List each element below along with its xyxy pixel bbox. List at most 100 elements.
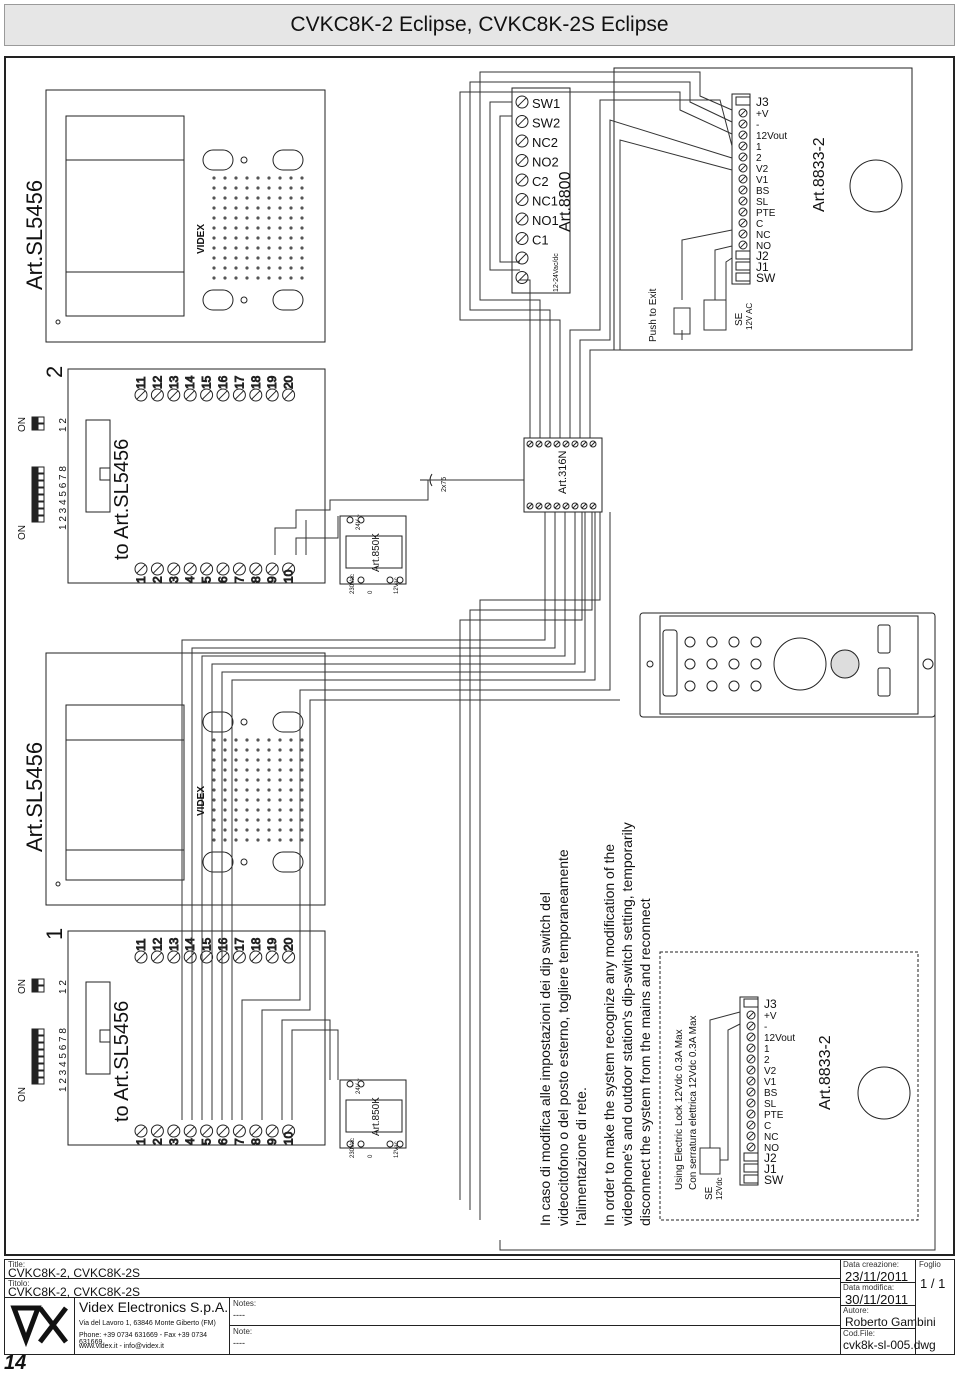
terminal-screw: [216, 562, 230, 576]
speaker-dot: [300, 788, 304, 792]
speaker-dot: [278, 236, 282, 240]
terminal-screw: [515, 193, 529, 206]
wiring: [181, 71, 936, 1251]
amp-terminal-label: NC: [764, 1132, 778, 1143]
speaker-dot: [256, 276, 260, 280]
note-english-line-1: In order to make the system recognize an…: [601, 844, 617, 1226]
psu-upper-out: 12Vac: [394, 577, 400, 594]
amp-terminal-label: C: [756, 219, 763, 230]
terminal-screw: [249, 950, 263, 964]
terminal-screw: [265, 562, 279, 576]
terminal-screw: [515, 232, 529, 245]
terminal-screw: [738, 196, 748, 206]
terminal-number: 8: [249, 576, 263, 583]
psu-lower-label: Art.850K: [371, 1097, 382, 1136]
dip-switch-lever: [31, 978, 39, 986]
jumper: [743, 1174, 759, 1184]
terminal-screw: [134, 388, 148, 402]
speaker-dot: [289, 788, 293, 792]
speaker-dot: [245, 818, 249, 822]
amp-terminal-label: J1: [764, 1162, 777, 1176]
sheet-value: 1 / 1: [920, 1276, 946, 1291]
psu-upper-zero: 0: [368, 590, 374, 594]
speaker-dot: [234, 236, 238, 240]
monitor-2-to-label: to Art.SL5456: [111, 439, 133, 560]
sheet-label: Foglio: [919, 1260, 941, 1269]
speaker-dot: [223, 748, 227, 752]
terminal-number: 4: [183, 576, 197, 583]
speaker-dot: [256, 828, 260, 832]
speaker-dot: [267, 236, 271, 240]
amp-terminal-label: PTE: [756, 208, 776, 219]
speaker-dot: [256, 748, 260, 752]
speaker-dot: [289, 186, 293, 190]
speaker-dot: [212, 818, 216, 822]
speaker-dot: [289, 256, 293, 260]
outdoor-panel: [639, 612, 936, 718]
amp-terminal-label: BS: [756, 186, 770, 197]
terminal-number: 16: [216, 937, 230, 951]
keypad-key: [684, 636, 696, 648]
terminal-screw: [535, 502, 543, 510]
amp-terminal-label: 2: [764, 1055, 770, 1066]
terminal-screw: [746, 1032, 756, 1042]
speaker-dot: [289, 738, 293, 742]
terminal-screw: [232, 1124, 246, 1138]
speaker-dot: [267, 738, 271, 742]
monitor-1-buttons: [202, 711, 304, 873]
note-italian-line-3: l'alimentazione di rete.: [573, 1087, 589, 1226]
terminal-number: 2: [150, 1138, 164, 1145]
relay-terminal-label: SW1: [532, 96, 560, 111]
amp-terminal-label: J3: [756, 95, 769, 109]
speaker-dot: [234, 256, 238, 260]
brand-logo-lower: VIDEX: [196, 786, 207, 816]
speaker-dot: [234, 266, 238, 270]
terminal-screw: [200, 562, 214, 576]
speaker-dot: [245, 788, 249, 792]
speaker-dot: [278, 196, 282, 200]
terminal-screw: [738, 141, 748, 151]
terminal-screw: [738, 218, 748, 228]
keypad-key: [750, 636, 762, 648]
terminal-number: 7: [232, 1138, 246, 1145]
speaker-dot: [234, 818, 238, 822]
document-header: CVKC8K-2 Eclipse, CVKC8K-2S Eclipse: [4, 4, 955, 46]
se-upper-voltage: 12V AC: [745, 303, 754, 330]
terminal-screw: [553, 502, 561, 510]
dip-8-numbers-label: 1 2 3 4 5 6 7 8: [58, 466, 69, 530]
speaker-dot: [212, 758, 216, 762]
speaker-dot: [267, 798, 271, 802]
speaker-dot: [245, 808, 249, 812]
speaker-dot: [223, 216, 227, 220]
monitor-2-buttons: [202, 149, 304, 311]
amp-terminal-label: NO: [756, 241, 771, 252]
speaker-dot: [223, 266, 227, 270]
dip-on-label: ON: [17, 1087, 28, 1102]
speaker-dot: [300, 206, 304, 210]
terminal-number: 19: [265, 375, 279, 389]
terminal-screw: [265, 388, 279, 402]
dip-on-label: ON: [17, 417, 28, 432]
amp-terminal-label: SW: [756, 271, 776, 285]
se-lower-voltage: 12Vdc: [715, 1177, 724, 1200]
terminal-number: 3: [167, 1138, 181, 1145]
speaker-dot: [300, 798, 304, 802]
speaker-dot: [267, 818, 271, 822]
dip-switch-2-lower: [31, 978, 45, 993]
title-label: Title:: [8, 1260, 26, 1269]
terminal-number: 12: [150, 937, 164, 951]
speaker-dot: [300, 276, 304, 280]
terminal-number: 16: [216, 375, 230, 389]
relay-terminal-label: NO2: [532, 155, 559, 170]
speaker-dot: [278, 226, 282, 230]
speaker-dot: [267, 196, 271, 200]
dip-switch-lever: [31, 423, 39, 431]
company-address: Via del Lavoro 1, 63846 Monte Giberto (F…: [79, 1320, 216, 1327]
speaker-dot: [289, 828, 293, 832]
terminal-screw: [216, 950, 230, 964]
terminal-screw: [580, 502, 588, 510]
psu-upper-label: Art.850K: [371, 533, 382, 572]
monitor-1-dots: [212, 738, 304, 842]
relay-label: Art.8800: [557, 171, 574, 232]
speaker-dot: [256, 266, 260, 270]
